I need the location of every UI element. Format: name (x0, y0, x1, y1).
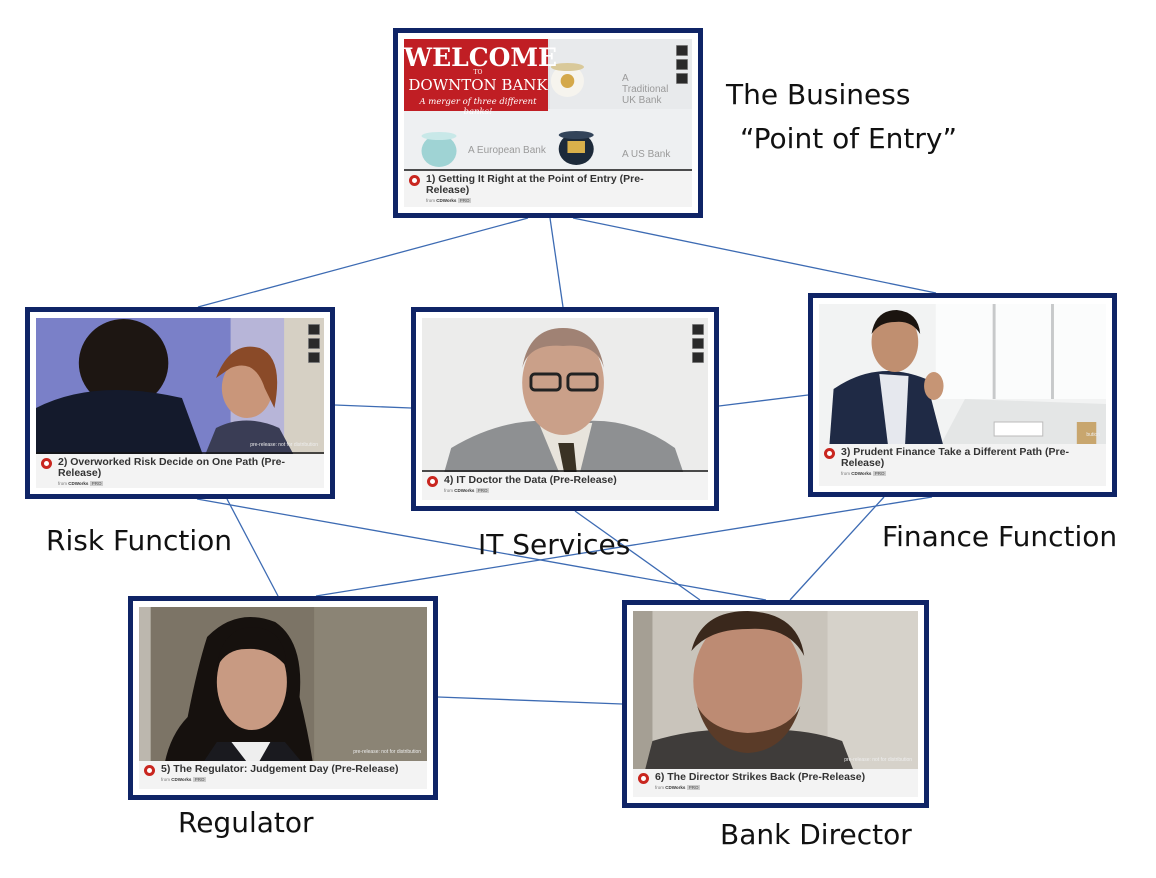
video-title-1[interactable]: 1) Getting It Right at the Point of Entr… (426, 173, 644, 196)
video-info-5: 5) The Regulator: Judgement Day (Pre-Rel… (139, 761, 427, 789)
scene-label-european-bank: A European Bank (468, 145, 546, 156)
channel-logo-icon (144, 765, 155, 776)
edge-3-6 (789, 496, 885, 601)
video-side-buttons[interactable] (676, 45, 688, 87)
label-bank-director: Bank Director (720, 818, 912, 851)
video-watermark: pre-release: not for distribution (353, 749, 421, 755)
edge-2-4 (334, 404, 412, 409)
label-it-services: IT Services (478, 528, 631, 561)
video-player-3[interactable]: bution (819, 304, 1106, 454)
banner-welcome: WELCOME (404, 43, 558, 72)
heart-icon[interactable] (692, 324, 704, 335)
banner-bank-name: DOWNTON BANK (408, 76, 548, 94)
edge-4-6 (574, 510, 701, 601)
share-icon[interactable] (692, 352, 704, 363)
video-side-buttons[interactable] (692, 324, 704, 366)
video-thumbnail-3 (819, 304, 1106, 454)
heart-icon[interactable] (308, 324, 320, 335)
share-icon[interactable] (308, 352, 320, 363)
channel-logo-icon (409, 175, 420, 186)
video-info-4: 4) IT Doctor the Data (Pre-Release) from… (422, 472, 708, 500)
edge-3-5 (315, 496, 933, 597)
label-regulator: Regulator (178, 806, 314, 839)
video-card-1[interactable]: WELCOME TO DOWNTON BANK A merger of thre… (393, 28, 703, 218)
label-risk-function: Risk Function (46, 524, 233, 557)
video-player-6[interactable]: pre-release: not for distribution (633, 611, 918, 779)
video-player-5[interactable]: pre-release: not for distribution (139, 607, 427, 771)
video-watermark: bution (1086, 432, 1100, 438)
channel-logo-icon (824, 448, 835, 459)
video-meta: from CDWorks PRO (841, 471, 887, 476)
video-player-4[interactable] (422, 318, 708, 482)
video-meta: from CDWorks PRO (655, 785, 701, 790)
video-info-6: 6) The Director Strikes Back (Pre-Releas… (633, 769, 918, 797)
video-player-2[interactable]: pre-release: not for distribution (36, 318, 324, 464)
video-thumbnail-5 (139, 607, 427, 771)
video-meta: from CDWorks PRO (161, 777, 207, 782)
video-info-3: 3) Prudent Finance Take a Different Path… (819, 444, 1106, 486)
banner-to: TO (473, 69, 483, 76)
video-card-2[interactable]: pre-release: not for distribution 2) Ove… (25, 307, 335, 499)
clock-icon[interactable] (676, 59, 688, 70)
clock-icon[interactable] (308, 338, 320, 349)
clock-icon[interactable] (692, 338, 704, 349)
heart-icon[interactable] (676, 45, 688, 56)
edge-1-2 (197, 217, 529, 308)
channel-logo-icon (41, 458, 52, 469)
video-meta: from CDWorks PRO (444, 488, 490, 493)
video-side-buttons[interactable] (308, 324, 320, 366)
video-title-4[interactable]: 4) IT Doctor the Data (Pre-Release) (444, 474, 617, 486)
video-watermark: pre-release: not for distribution (250, 442, 318, 448)
video-card-4[interactable]: 4) IT Doctor the Data (Pre-Release) from… (411, 307, 719, 511)
video-info-1: 1) Getting It Right at the Point of Entr… (404, 171, 692, 207)
video-title-2[interactable]: 2) Overworked Risk Decide on One Path (P… (58, 456, 285, 479)
edge-4-3 (718, 394, 809, 407)
video-watermark: pre-release: not for distribution (844, 757, 912, 763)
edge-5-6 (437, 696, 623, 705)
video-thumbnail-6 (633, 611, 918, 779)
video-title-3[interactable]: 3) Prudent Finance Take a Different Path… (841, 446, 1069, 469)
label-finance-function: Finance Function (882, 520, 1118, 553)
edge-1-3 (572, 217, 937, 294)
label-point-of-entry: “Point of Entry” (740, 122, 957, 155)
video-title-6[interactable]: 6) The Director Strikes Back (Pre-Releas… (655, 771, 866, 783)
video-meta: from CDWorks PRO (426, 198, 472, 203)
video-thumbnail-1 (404, 39, 692, 181)
banner-tagline: A merger of three different banks! (419, 97, 537, 117)
video-title-5[interactable]: 5) The Regulator: Judgement Day (Pre-Rel… (161, 763, 399, 775)
video-info-2: 2) Overworked Risk Decide on One Path (P… (36, 454, 324, 488)
edge-1-4 (549, 217, 564, 308)
label-the-business: The Business (726, 78, 911, 111)
video-card-5[interactable]: pre-release: not for distribution 5) The… (128, 596, 438, 800)
video-thumbnail-4 (422, 318, 708, 482)
edge-2-5 (226, 498, 279, 597)
channel-logo-icon (427, 476, 438, 487)
video-card-3[interactable]: bution 3) Prudent Finance Take a Differe… (808, 293, 1117, 497)
scene-label-uk-bank: A Traditional UK Bank (622, 73, 669, 106)
video-thumbnail-2 (36, 318, 324, 464)
edge-2-6 (196, 498, 767, 601)
video-card-6[interactable]: pre-release: not for distribution 6) The… (622, 600, 929, 808)
scene-label-us-bank: A US Bank (622, 149, 671, 160)
video-meta: from CDWorks PRO (58, 481, 104, 486)
channel-logo-icon (638, 773, 649, 784)
video-player-1[interactable]: WELCOME TO DOWNTON BANK A merger of thre… (404, 39, 692, 181)
share-icon[interactable] (676, 73, 688, 84)
